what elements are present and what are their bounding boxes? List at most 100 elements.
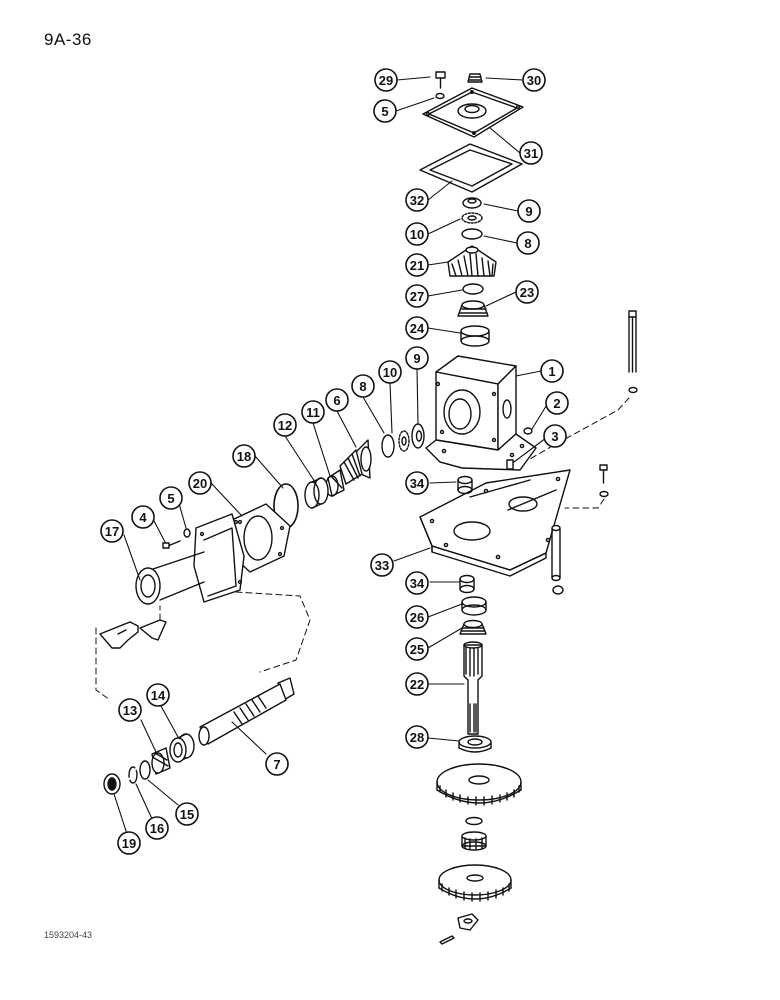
callout-9-vertical: 9	[517, 199, 541, 223]
callout-16: 16	[145, 816, 169, 840]
callout-20: 20	[188, 471, 212, 495]
callout-23: 23	[515, 280, 539, 304]
lock-washer-part-5-side	[183, 528, 191, 538]
bushing-part-34-top	[457, 475, 473, 495]
callout-26: 26	[405, 605, 429, 629]
tab-washer-part-10-vertical	[461, 212, 483, 224]
callout-5-side-label: 5	[167, 491, 174, 506]
washer-part-8-vertical	[461, 228, 483, 240]
callout-28: 28	[405, 725, 429, 749]
shield-dashed-outline	[95, 591, 311, 701]
callout-10-horizontal-label: 10	[383, 365, 397, 380]
gearbox-housing-part-1	[425, 355, 537, 471]
bevel-pinion-part-6	[339, 439, 372, 485]
callout-34-top: 34	[405, 471, 429, 495]
callout-22: 22	[405, 672, 429, 696]
callout-2-label: 2	[553, 396, 560, 411]
callout-7: 7	[265, 752, 289, 776]
small-pinion-gear	[461, 831, 487, 851]
callout-25-label: 25	[410, 642, 424, 657]
callout-3: 3	[543, 424, 567, 448]
spacer-part-27	[462, 283, 484, 295]
callout-8-vertical: 8	[516, 231, 540, 255]
small-bolt-centerline	[564, 498, 605, 509]
leader-lines	[113, 76, 549, 835]
callout-6: 6	[325, 388, 349, 412]
callout-22-label: 22	[410, 677, 424, 692]
cotter-pin	[439, 935, 455, 945]
callout-16-label: 16	[150, 821, 164, 836]
bottom-nut	[457, 913, 479, 931]
bearing-cup-part-12	[304, 477, 329, 509]
lock-washer-part-5-top	[435, 92, 445, 100]
callout-8-horizontal: 8	[351, 374, 375, 398]
shield-bracket	[99, 619, 167, 649]
callout-21-label: 21	[410, 258, 424, 273]
callout-24: 24	[405, 316, 429, 340]
top-cover-plate-part-31	[422, 87, 524, 138]
callout-27-label: 27	[410, 289, 424, 304]
callout-12-label: 12	[278, 418, 292, 433]
figure-code: 1593204-43	[44, 930, 93, 940]
callout-2: 2	[545, 391, 569, 415]
callout-30: 30	[522, 68, 546, 92]
callout-9-horizontal-label: 9	[413, 351, 420, 366]
callout-19: 19	[117, 831, 141, 855]
callout-9-horizontal: 9	[405, 346, 429, 370]
callout-10-vertical: 10	[405, 222, 429, 246]
callout-31: 31	[519, 141, 543, 165]
lower-spur-gear	[438, 864, 512, 902]
callout-31-label: 31	[524, 146, 538, 161]
callout-10-vertical-label: 10	[410, 227, 424, 242]
bushing-part-34-bottom	[459, 574, 475, 594]
callout-30-label: 30	[527, 73, 541, 88]
nut-part-9-vertical	[462, 197, 482, 209]
cover-gasket-part-32	[419, 143, 523, 193]
callout-33: 33	[370, 553, 394, 577]
bolt-part-4	[162, 540, 181, 549]
callout-15: 15	[175, 802, 199, 826]
callout-18-label: 18	[237, 449, 251, 464]
callout-17: 17	[100, 519, 124, 543]
gear-washer	[465, 816, 483, 826]
callout-4-label: 4	[139, 510, 147, 525]
callout-34-top-label: 34	[410, 476, 425, 491]
input-shaft-part-7	[198, 677, 295, 746]
dowel-part-3	[506, 459, 514, 470]
bearing-cone-part-25	[459, 619, 487, 635]
shaft-tube-part-17	[135, 513, 245, 605]
pinion-shaft-part-22	[463, 641, 483, 735]
callout-24-label: 24	[410, 321, 425, 336]
callout-10-horizontal: 10	[378, 360, 402, 384]
dust-cap-part-19	[103, 773, 121, 795]
callout-32: 32	[405, 188, 429, 212]
callout-34-bottom-label: 34	[410, 576, 425, 591]
cap-screw-part-29	[435, 71, 446, 89]
callout-3-label: 3	[551, 429, 558, 444]
callout-27: 27	[405, 284, 429, 308]
callout-28-label: 28	[410, 730, 424, 745]
callout-1: 1	[540, 359, 564, 383]
callout-8-vertical-label: 8	[524, 236, 531, 251]
callout-14-label: 14	[151, 688, 166, 703]
seal-part-28	[458, 735, 492, 753]
callout-20-label: 20	[193, 476, 207, 491]
callout-29-label: 29	[379, 73, 393, 88]
nut-lower-right	[552, 585, 564, 595]
mounting-plate-part-33	[419, 469, 571, 577]
washer-part-15	[139, 760, 151, 780]
bearing-cone-part-13	[151, 747, 171, 775]
washer-part-8-horizontal	[381, 434, 395, 458]
callout-4: 4	[131, 505, 155, 529]
bearing-cup-part-14	[169, 733, 195, 763]
long-bolt	[628, 310, 638, 394]
callout-9-vertical-label: 9	[525, 204, 532, 219]
callout-29: 29	[374, 68, 398, 92]
callout-13: 13	[118, 698, 142, 722]
tab-washer-part-10-horizontal	[398, 430, 410, 452]
callout-26-label: 26	[410, 610, 424, 625]
callout-17-label: 17	[105, 524, 119, 539]
callout-18: 18	[232, 444, 256, 468]
callout-5-side: 5	[159, 486, 183, 510]
